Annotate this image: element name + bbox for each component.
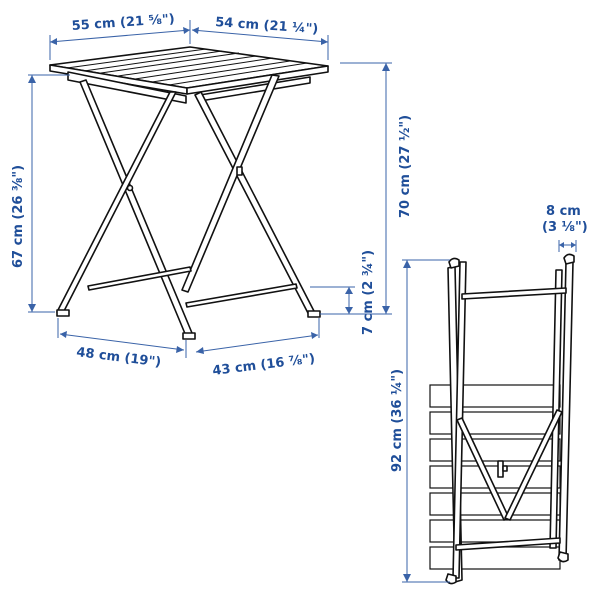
dim-height-left: 67 cm (26 ⅜") <box>11 74 70 313</box>
folded-table-drawing <box>429 253 575 585</box>
label-top-width: 54 cm (21 ¼") <box>215 15 319 37</box>
dim-top-width: 54 cm (21 ¼") <box>191 15 329 60</box>
dim-base-width: 43 cm (16 ⅞") <box>195 318 320 379</box>
dim-folded-height: 92 cm (36 ¼") <box>390 259 450 583</box>
dim-crossbar-height: 7 cm (2 ¾") <box>310 250 376 335</box>
label-folded-thickness-cm: 8 cm <box>546 204 581 219</box>
dim-height-total: 70 cm (27 ½") <box>320 62 413 315</box>
label-base-width: 43 cm (16 ⅞") <box>212 352 316 379</box>
unfolded-table-drawing <box>49 46 329 340</box>
dim-base-depth: 48 cm (19") <box>57 318 187 370</box>
label-folded-thickness-in: (3 ⅛") <box>542 220 588 235</box>
label-crossbar-height: 7 cm (2 ¾") <box>361 250 376 335</box>
dim-folded-thickness: 8 cm (3 ⅛") <box>542 204 588 252</box>
dim-top-depth: 55 cm (21 ⅝") <box>49 12 191 60</box>
label-top-depth: 55 cm (21 ⅝") <box>71 12 175 34</box>
label-height-total: 70 cm (27 ½") <box>398 115 413 218</box>
label-base-depth: 48 cm (19") <box>76 345 162 370</box>
label-height-left: 67 cm (26 ⅜") <box>11 165 26 268</box>
label-folded-height: 92 cm (36 ¼") <box>390 369 405 472</box>
